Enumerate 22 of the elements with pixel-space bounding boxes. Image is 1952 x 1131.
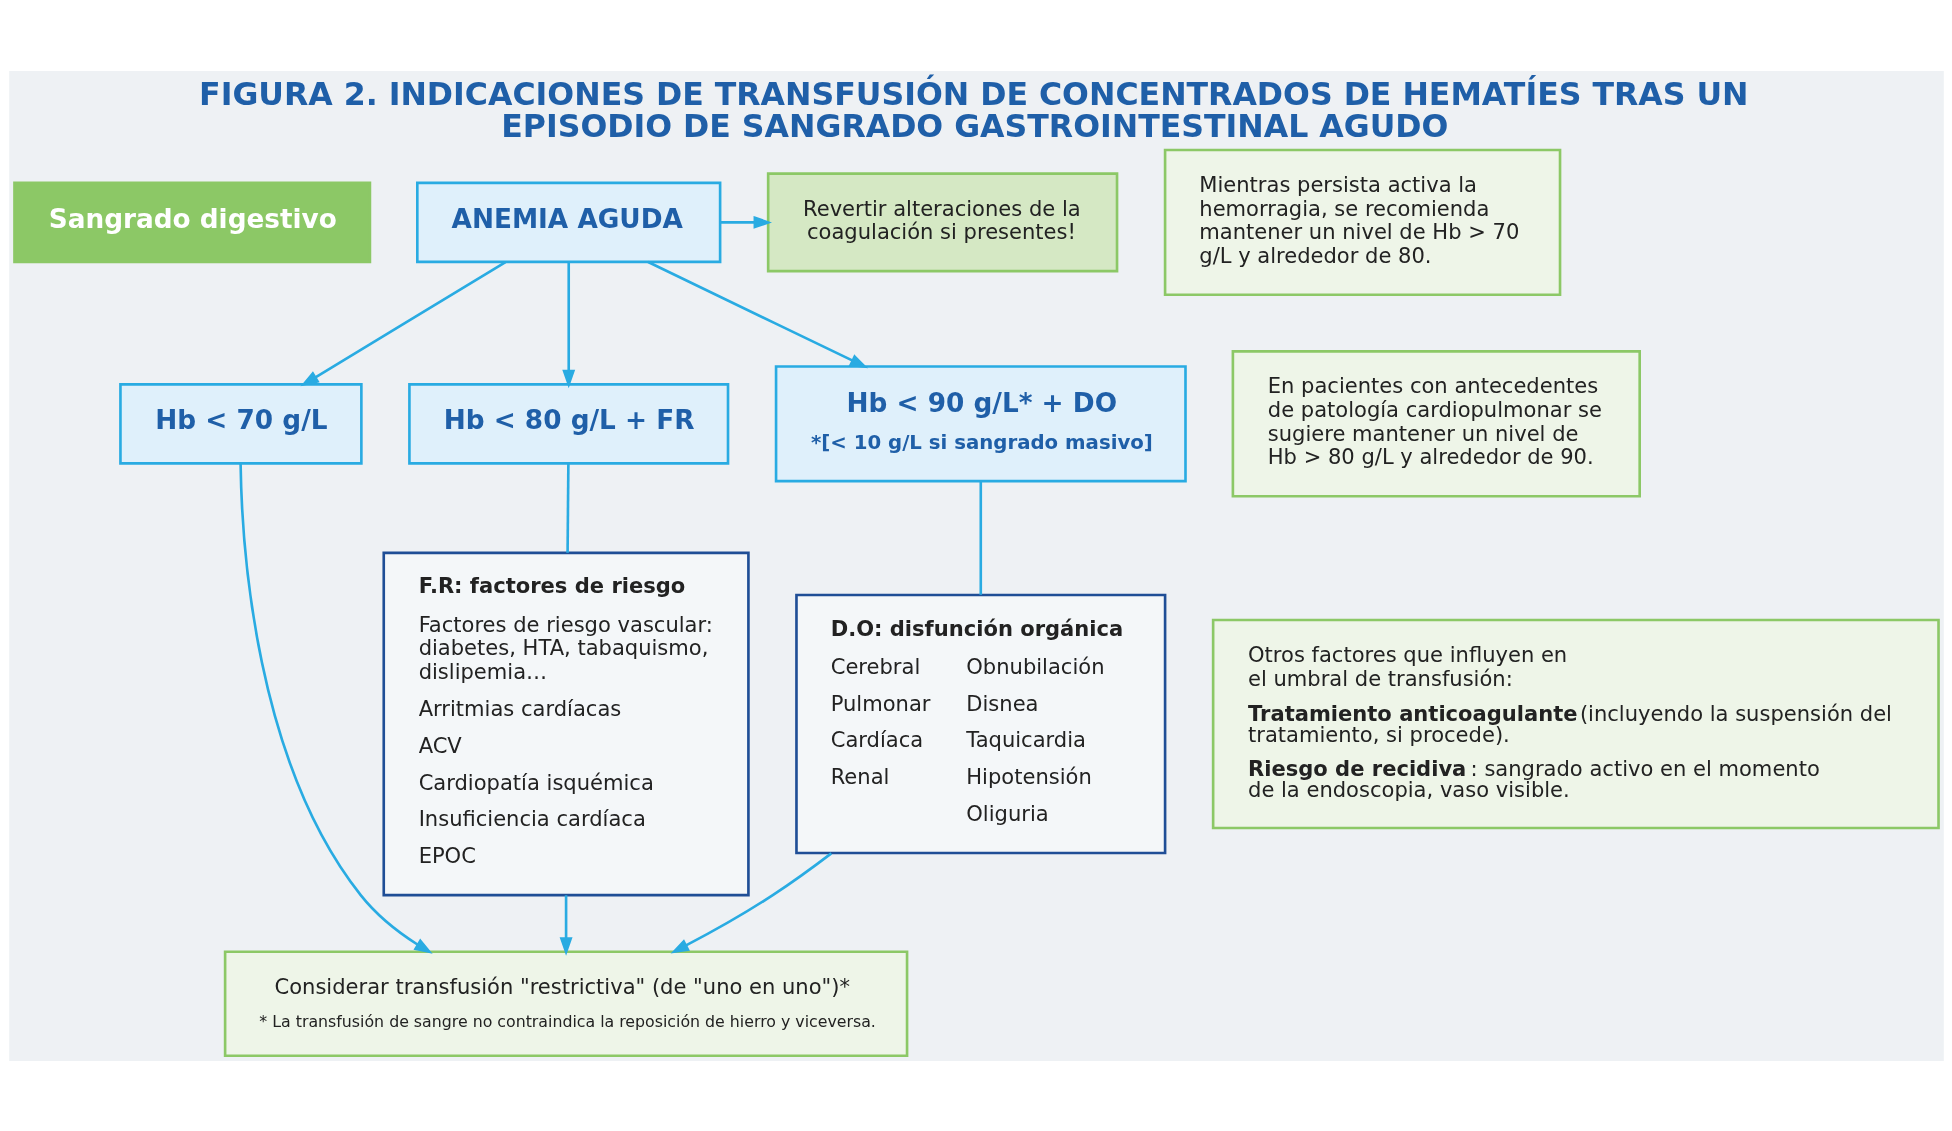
node-box: ANEMIA AGUDA xyxy=(415,181,721,263)
node-box: Revertir alteraciones de la coagulación si presentes! xyxy=(766,171,1118,272)
diagram-title: FIGURA 2. INDICACIONES DE TRANSFUSIÓN DE CONCENTRADOS DE HEMATÍES TRAS UN EPISODIO DE SANGRADO GASTROINTESTINAL AGUDO xyxy=(198,75,1749,144)
node-box: Hb < 90 g/L* + DO *[< 10 g/L si sangrado masivo] xyxy=(774,364,1187,482)
node-box: Otros factores que influyen en el umbral de transfusión: Tratamiento anticoagulante(incluyendo la suspensión del tratamiento, si procede). Riesgo de recidiva : sangrado activo en el momento de la endoscopia, vaso visible. xyxy=(1211,618,1940,829)
arrow xyxy=(561,261,575,388)
node-box: Sangrado digestivo xyxy=(12,181,371,263)
node-box: En pacientes con antecedentes de patología cardiopulmonar se sugiere mantener un nivel de Hb > 80 g/L y alrededor de 90. xyxy=(1231,349,1641,498)
node-box: Mientras persista activa la hemorragia, se recomienda mantener un nivel de Hb > 70 g/L y alrededor de 80. xyxy=(1163,148,1561,296)
arrow xyxy=(670,851,832,953)
arrow xyxy=(559,894,573,956)
node-box: Considerar transfusión "restrictiva" (de "uno en uno")* * La transfusión de sangre no contraindica la reposición de hierro y viceversa. xyxy=(223,949,908,1057)
node-box: F.R: factores de riesgo Factores de riesgo vascular: diabetes, HTA, tabaquismo, dislipemia… Arritmias cardíacas ACV Cardiopatía isquémica Insuficiencia cardíaca EPOC xyxy=(381,551,750,896)
node-box: Hb < 70 g/L xyxy=(118,382,363,465)
connector xyxy=(978,480,982,595)
node-box: Hb < 80 g/L + FR xyxy=(407,382,729,465)
connector xyxy=(565,462,570,553)
arrow xyxy=(300,260,506,386)
arrow xyxy=(719,215,772,229)
arrow xyxy=(238,463,433,954)
arrow xyxy=(647,260,868,368)
node-box: D.O: disfunción orgánica Cerebral Obnubilación Pulmonar Disnea Cardíaca Taquicardia Renal Hipotensión Oliguria xyxy=(794,593,1166,854)
